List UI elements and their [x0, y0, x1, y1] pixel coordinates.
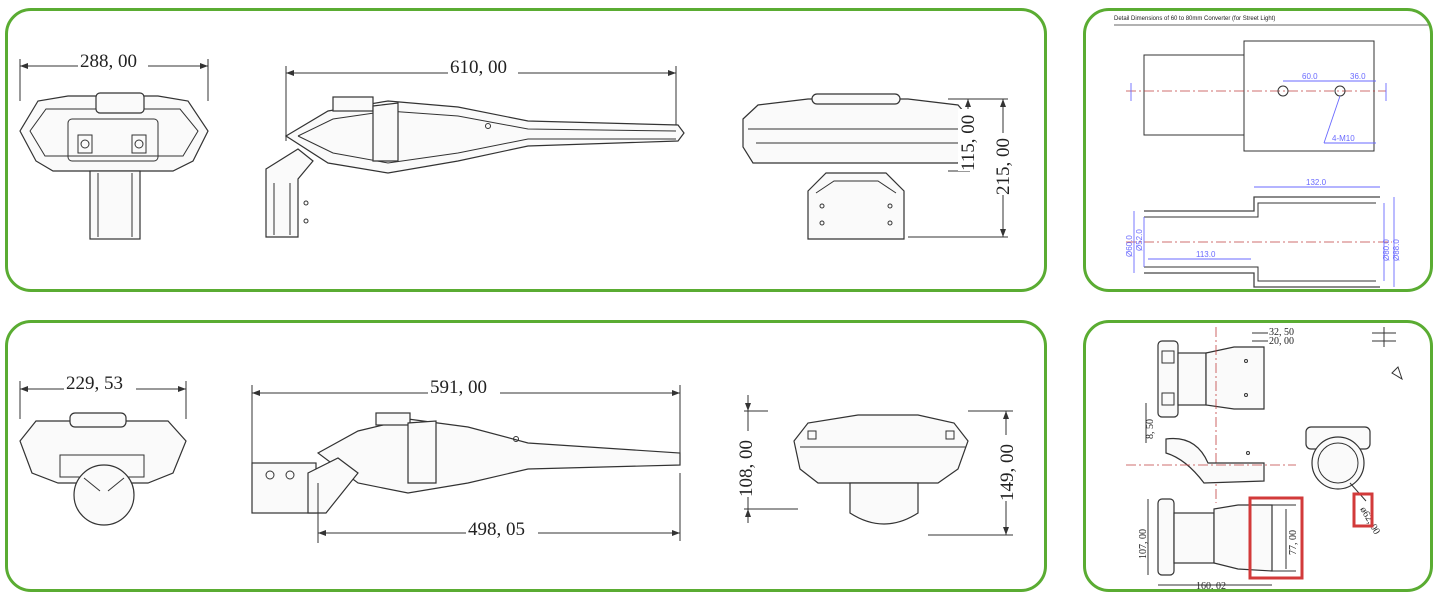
converter-title: Detail Dimensions of 60 to 80mm Converte…: [1114, 16, 1275, 22]
front-width-label: 288, 00: [80, 51, 137, 72]
dim-113-label: 113.0: [1196, 250, 1216, 259]
top-drawing-panel: 288, 00 610, 00: [5, 8, 1047, 292]
adapter-detail-panel: 32, 50 20, 00 8, 50 ø62, 00: [1083, 320, 1433, 592]
adapter-bottom-dims: 107, 00 77, 00 160, 02: [1138, 496, 1304, 592]
dim-77-highlight: [1248, 496, 1304, 580]
dim-8-50-label: 8, 50: [1145, 419, 1156, 439]
dim-32-50-label: 32, 50: [1269, 327, 1294, 338]
dim-60-label: 60.0: [1302, 72, 1318, 81]
adapter-top-view: [1157, 327, 1265, 503]
converter-detail-svg: Detail Dimensions of 60 to 80mm Converte…: [1114, 16, 1430, 288]
bottom-drawing-svg: 229, 53 591, 00: [19, 373, 1018, 543]
converter-top-view: 60.0 36.0 4-M10: [1126, 40, 1387, 152]
front-width-label-2: 229, 53: [66, 373, 123, 394]
dia-62-label: ø62, 00: [1357, 505, 1382, 536]
rear-upper-height-label: 115, 00: [958, 115, 979, 171]
rear-view-lamp: [742, 93, 971, 240]
bottom-drawing-panel: 229, 53 591, 00: [5, 320, 1047, 592]
rear-total-height-label: 215, 00: [993, 138, 1014, 195]
dim-20-00-label: 20, 00: [1269, 336, 1294, 347]
hole-label: 4-M10: [1332, 134, 1355, 143]
rear-height-dimensions: 115, 00 215, 00: [908, 98, 1014, 238]
adapter-top-dims: 32, 50 20, 00 8, 50: [1145, 327, 1294, 443]
side-view-lamp: [265, 96, 685, 238]
side-length-dimension-2: 591, 00: [251, 377, 681, 513]
side-view-lamp-2: [251, 412, 681, 543]
dia-60-label: Ø60.0: [1125, 235, 1134, 257]
rear-left-height-label: 108, 00: [736, 440, 757, 497]
dim-132-label: 132.0: [1306, 178, 1327, 187]
front-view-lamp-2: [19, 412, 187, 526]
side-length-dimension: 610, 00: [285, 57, 677, 141]
front-view-lamp: [19, 92, 209, 240]
dia-62-highlight: [1352, 492, 1374, 528]
side-length-label-2: 591, 00: [430, 377, 487, 398]
top-drawing-svg: 288, 00 610, 00: [19, 51, 1014, 240]
dim-77-label: 77, 00: [1288, 530, 1299, 555]
rear-height-dimensions-2: 108, 00 149, 00: [734, 395, 1018, 536]
adapter-bottom-view: [1157, 498, 1296, 576]
rear-right-height-label: 149, 00: [997, 444, 1018, 501]
dim-160-label: 160, 02: [1196, 581, 1226, 592]
dia-88-label: Ø88.0: [1392, 239, 1401, 261]
corner-mark: [1372, 327, 1403, 381]
side-lower-length-label: 498, 05: [468, 519, 525, 540]
dim-107-label: 107, 00: [1138, 529, 1149, 559]
dia-80-label: Ø80.0: [1382, 239, 1391, 261]
front-width-dimension: 288, 00: [19, 51, 209, 101]
front-width-dimension-2: 229, 53: [19, 373, 187, 419]
converter-detail-panel: Detail Dimensions of 60 to 80mm Converte…: [1083, 8, 1433, 292]
adapter-elbow-view: [1126, 437, 1296, 484]
side-length-label: 610, 00: [450, 57, 507, 78]
adapter-detail-svg: 32, 50 20, 00 8, 50 ø62, 00: [1126, 327, 1403, 592]
side-lower-dimension: 498, 05: [318, 473, 681, 541]
rear-view-lamp-2: [793, 414, 969, 525]
adapter-flange-view: ø62, 00: [1305, 426, 1382, 536]
dia-52-label: Ø52.0: [1135, 229, 1144, 251]
converter-section-view: 132.0 113.0 Ø60.0 Ø52.0 Ø80.0 Ø88.0: [1125, 178, 1401, 288]
dim-36-label: 36.0: [1350, 72, 1366, 81]
